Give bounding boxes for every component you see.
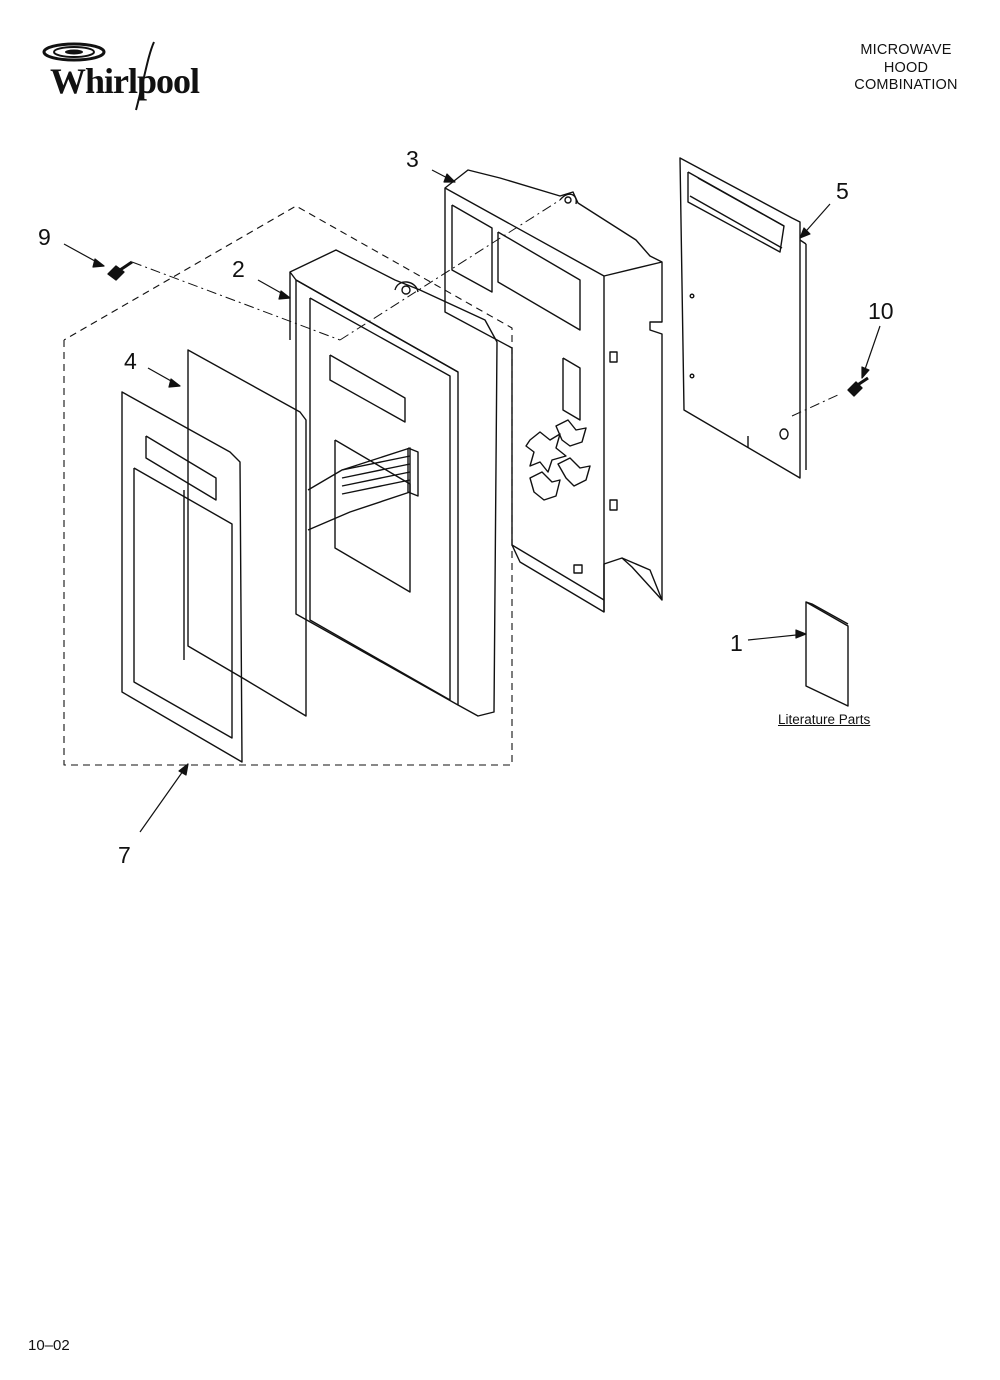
footer-code: 10–02: [28, 1337, 70, 1354]
control-housing-part-3: [444, 169, 663, 613]
assembly-dashed-outline: [63, 205, 513, 766]
title-line-2: HOOD: [883, 59, 929, 76]
callout-2: 2: [232, 256, 245, 282]
callout-5: 5: [836, 178, 849, 204]
screw-10-icon: [847, 376, 869, 397]
callout-4: 4: [124, 348, 137, 374]
callout-10: 10: [868, 298, 894, 324]
logo-swirl-icon: [42, 41, 155, 111]
circuit-board-part-5: [679, 157, 807, 479]
control-panel-frame-part-2: [289, 249, 498, 717]
whirlpool-logo: Whirlpool: [36, 40, 206, 126]
page-title: MICROWAVE HOOD COMBINATION: [836, 42, 976, 95]
screw-9-icon: [107, 260, 133, 281]
callout-3: 3: [406, 146, 419, 172]
title-line-3: COMBINATION: [854, 77, 958, 93]
callout-9: 9: [38, 224, 51, 250]
callout-7: 7: [118, 842, 131, 868]
callout-leader-lines: [63, 169, 881, 833]
literature-booklet-part-1: [805, 601, 849, 707]
brand-name: Whirlpool: [50, 61, 200, 101]
alignment-lines: [131, 199, 841, 417]
title-line-1: MICROWAVE: [860, 42, 952, 58]
callout-1: 1: [730, 630, 743, 656]
membrane-overlay-part-4: [187, 349, 307, 717]
front-control-panel: [121, 391, 243, 763]
literature-parts-label: Literature Parts: [778, 712, 871, 727]
